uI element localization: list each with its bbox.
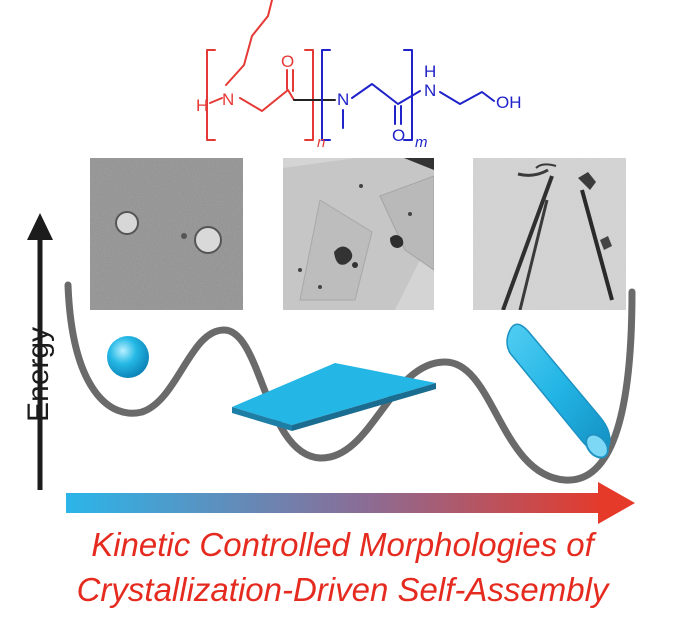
sphere-icon [107, 336, 149, 378]
tem-image-fibers [473, 158, 626, 310]
blue-block-bonds [321, 49, 495, 141]
subscript-n: n [317, 134, 325, 151]
sheet-icon [232, 363, 436, 431]
atom-o-red: O [281, 52, 294, 71]
tem-particle [194, 226, 222, 254]
subscript-m: m [415, 134, 428, 151]
cylinder-icon [506, 323, 611, 459]
energy-axis [27, 213, 53, 490]
tem-image-spheres [90, 158, 243, 310]
tem-fiber [580, 189, 614, 301]
atom-h-red: H [196, 96, 208, 115]
red-block-bonds [206, 0, 314, 141]
title-line-2: Crystallization-Driven Self-Assembly [76, 571, 609, 608]
atom-o-blue: O [392, 126, 405, 145]
atom-oh: OH [496, 93, 522, 112]
energy-axis-label: Energy [22, 326, 55, 422]
tem-particle [115, 211, 139, 235]
atom-n-red: N [222, 90, 234, 109]
tem-image-sheets [283, 158, 434, 310]
chemical-structure [206, 0, 495, 141]
energy-landscape-curve [64, 281, 636, 484]
atom-h-amide: H [424, 62, 436, 81]
atom-n-blue: N [337, 90, 349, 109]
atom-n-amide: N [424, 81, 436, 100]
kinetic-arrow [66, 482, 635, 524]
tem-fiber [501, 175, 554, 310]
title-line-1: Kinetic Controlled Morphologies of [91, 526, 594, 563]
